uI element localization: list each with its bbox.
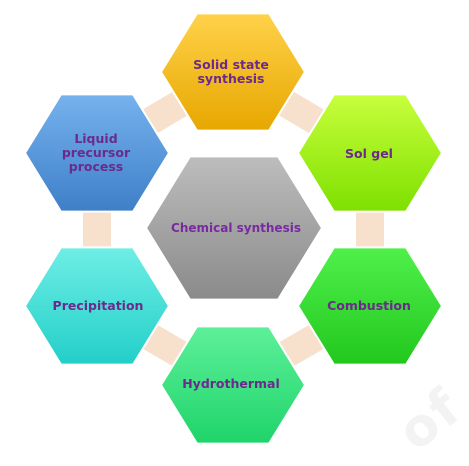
node-label-hydrothermal: Hydrothermal	[182, 376, 280, 391]
node-label-sol-gel: Sol gel	[345, 146, 393, 161]
center-label: Chemical synthesis	[171, 221, 301, 235]
hexagon-solid-state	[159, 12, 307, 132]
node-label-combustion: Combustion	[327, 298, 411, 313]
hexagon-sol-gel	[296, 93, 444, 213]
hexagon-liquid-precursor	[23, 93, 171, 213]
hexagon-precipitation	[23, 246, 171, 366]
connector-precipitation-liquid-precursor	[83, 203, 111, 256]
hexagon-combustion	[296, 246, 444, 366]
hexagon-hydrothermal	[159, 325, 307, 445]
node-label-liquid-precursor: Liquid precursor process	[61, 131, 131, 174]
hexagon-center	[144, 155, 324, 301]
connector-sol-gel-combustion	[356, 203, 384, 256]
node-label-precipitation: Precipitation	[52, 298, 144, 313]
node-label-solid-state: Solid state synthesis	[193, 57, 269, 86]
